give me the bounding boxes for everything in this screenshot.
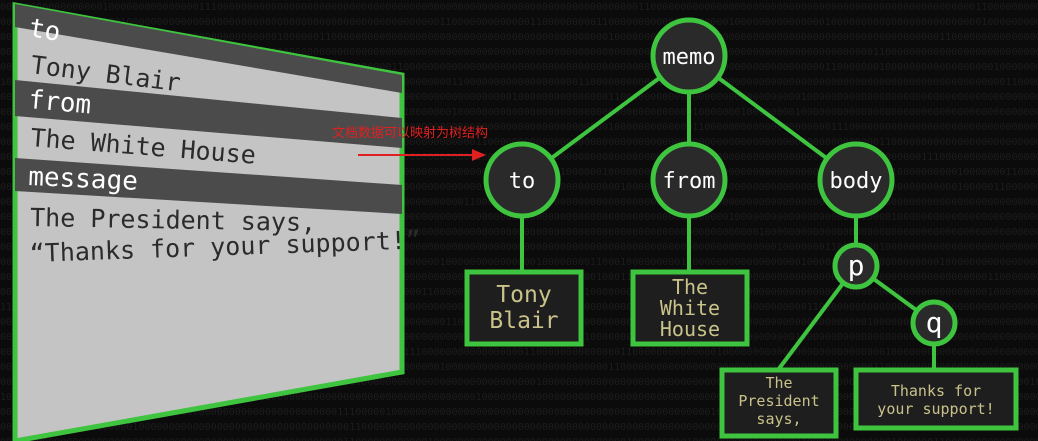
leaf-to-line-2: Blair [489, 308, 558, 334]
message-line-1: The President says, [30, 203, 316, 237]
tree-node-memo: memo [650, 17, 728, 95]
leaf-p-line-1: The [765, 374, 792, 392]
annotation-text: 文档数据可以映射为树结构 [332, 125, 488, 141]
leaf-from-line-3: House [660, 317, 720, 341]
from-label: from [27, 85, 92, 120]
node-label-p: p [848, 249, 865, 282]
leaf-p-line-2: President [738, 392, 819, 410]
leaf-the-white-house: The White House [630, 269, 750, 347]
node-label-to: to [509, 169, 536, 194]
message-label: message [28, 162, 139, 197]
memo-form-panel: to Tony Blair from The White House messa… [12, 2, 421, 441]
annotation: 文档数据可以映射为树结构 [332, 125, 488, 161]
node-label-from: from [663, 169, 716, 194]
leaf-to-line-1: Tony [496, 282, 551, 308]
tree-node-to: to [483, 141, 561, 219]
leaf-q-line-2: your support! [877, 400, 994, 418]
node-label-body: body [830, 169, 883, 194]
tree-node-body: body [817, 141, 895, 219]
tree-node-q: q [910, 299, 958, 347]
leaf-p-line-3: says, [756, 410, 801, 428]
leaf-from-line-1: The [672, 275, 708, 299]
leaf-the-president-says: The President says, [719, 367, 839, 439]
from-header-bar [15, 80, 402, 148]
leaf-thanks-for-your-support: Thanks for your support! [853, 367, 1019, 431]
tree-node-from: from [650, 141, 728, 219]
message-header-bar [15, 158, 402, 214]
node-label-memo: memo [663, 45, 716, 70]
leaf-tony-blair: Tony Blair [464, 269, 584, 347]
arrow-head-icon [472, 149, 486, 161]
to-label: to [27, 13, 63, 48]
tree-node-p: p [832, 242, 880, 290]
leaf-from-line-2: White [660, 296, 720, 320]
node-label-q: q [926, 306, 943, 339]
to-header-bar [15, 4, 402, 93]
leaf-q-line-1: Thanks for [891, 382, 981, 400]
